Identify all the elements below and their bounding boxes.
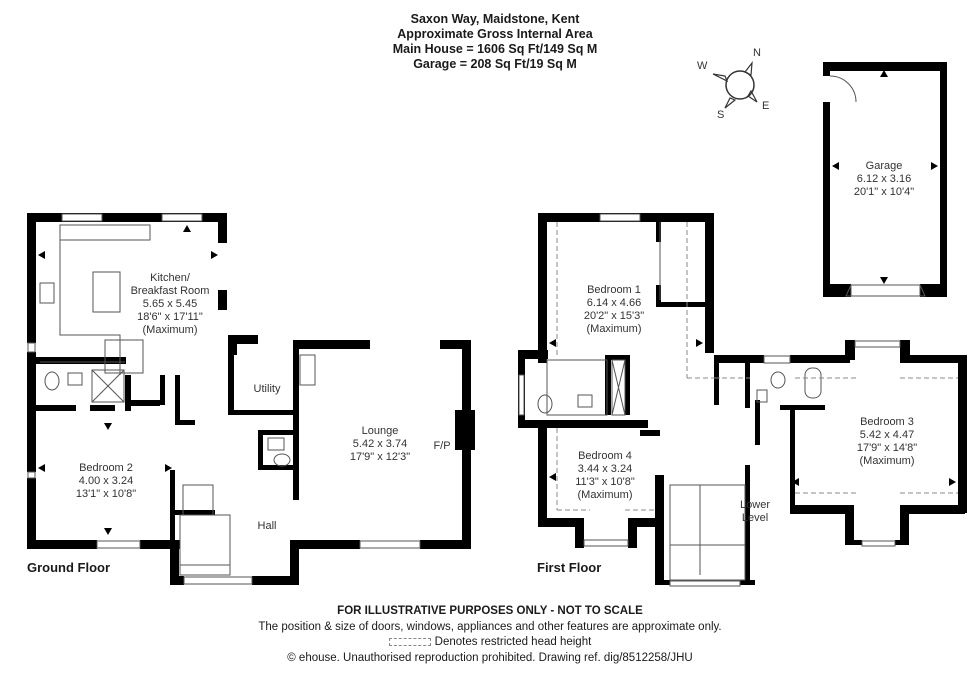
room-imperial: 13'1" x 10'8": [75, 488, 137, 500]
room-hall-label: Hall: [258, 520, 277, 533]
room-metric: 3.44 x 3.24: [577, 463, 633, 475]
plan-header: Saxon Way, Maidstone, Kent Approximate G…: [330, 12, 660, 72]
legend-text: Denotes restricted head height: [434, 636, 592, 648]
room-bedroom-3-label: Bedroom 3 5.42 x 4.47 17'9" x 14'8" (Max…: [857, 416, 917, 468]
room-name-line2: Level: [741, 512, 769, 524]
compass-south: S: [717, 109, 725, 121]
area-title: Approximate Gross Internal Area: [397, 27, 593, 41]
restricted-height-legend-icon: [388, 637, 431, 646]
compass-north: N: [753, 47, 761, 59]
room-imperial: 20'1" x 10'4": [853, 186, 915, 198]
garage-area: Garage = 208 Sq Ft/19 Sq M: [413, 57, 577, 71]
room-imperial: 11'3" x 10'8": [575, 476, 635, 488]
room-imperial: 17'9" x 12'3": [349, 451, 411, 463]
room-metric: 5.65 x 5.45: [142, 298, 198, 310]
room-name: Bedroom 2: [79, 462, 133, 474]
lower-level-label: Lower Level: [740, 499, 770, 525]
main-house-area: Main House = 1606 Sq Ft/149 Sq M: [392, 42, 598, 56]
fireplace-label: F/P: [433, 440, 450, 453]
room-imperial: 17'9" x 14'8": [856, 442, 918, 454]
room-metric: 5.42 x 3.74: [352, 438, 408, 450]
compass-east: E: [762, 100, 770, 112]
copyright-text: © ehouse. Unauthorised reproduction proh…: [287, 651, 693, 664]
room-bedroom-4-label: Bedroom 4 3.44 x 3.24 11'3" x 10'8" (Max…: [575, 450, 635, 502]
ground-floor-label: Ground Floor: [27, 560, 111, 575]
room-name: Lounge: [361, 425, 399, 437]
room-bedroom-2-label: Bedroom 2 4.00 x 3.24 13'1" x 10'8": [76, 462, 136, 501]
first-floor-label: First Floor: [537, 560, 602, 575]
room-name: Bedroom 1: [587, 284, 641, 296]
room-name: Lower: [740, 499, 770, 511]
room-name-line2: Breakfast Room: [130, 285, 210, 297]
address-title: Saxon Way, Maidstone, Kent: [410, 12, 580, 26]
room-name: Bedroom 3: [860, 416, 914, 428]
room-kitchen-label: Kitchen/ Breakfast Room 5.65 x 5.45 18'6…: [131, 272, 210, 337]
room-garage-label: Garage 6.12 x 3.16 20'1" x 10'4": [854, 160, 914, 199]
room-lounge-label: Lounge 5.42 x 3.74 17'9" x 12'3": [350, 425, 410, 464]
disclaimer-text: FOR ILLUSTRATIVE PURPOSES ONLY - NOT TO …: [337, 605, 643, 617]
room-name: Hall: [257, 520, 277, 532]
room-name: Utility: [253, 383, 281, 395]
room-note: (Maximum): [577, 489, 633, 501]
approximation-note: The position & size of doors, windows, a…: [258, 620, 722, 633]
compass-icon: N E S W: [695, 45, 785, 125]
room-utility-label: Utility: [254, 383, 281, 396]
room-bedroom-1-label: Bedroom 1 6.14 x 4.66 20'2" x 15'3" (Max…: [584, 284, 644, 336]
room-name: Garage: [865, 160, 903, 172]
room-metric: 4.00 x 3.24: [78, 475, 134, 487]
room-note: (Maximum): [586, 323, 642, 335]
room-metric: 5.42 x 4.47: [859, 429, 915, 441]
room-metric: 6.14 x 4.66: [586, 297, 642, 309]
room-name: F/P: [433, 440, 451, 452]
room-imperial: 18'6" x 17'11": [137, 311, 203, 323]
room-note: (Maximum): [859, 455, 915, 467]
room-metric: 6.12 x 3.16: [856, 173, 912, 185]
room-note: (Maximum): [142, 324, 198, 336]
room-name: Bedroom 4: [578, 450, 632, 462]
footer-notes: FOR ILLUSTRATIVE PURPOSES ONLY - NOT TO …: [200, 604, 780, 666]
legend-row: Denotes restricted head height: [200, 635, 780, 651]
room-name: Kitchen/: [150, 272, 190, 284]
compass-west: W: [697, 60, 708, 72]
room-imperial: 20'2" x 15'3": [583, 310, 645, 322]
